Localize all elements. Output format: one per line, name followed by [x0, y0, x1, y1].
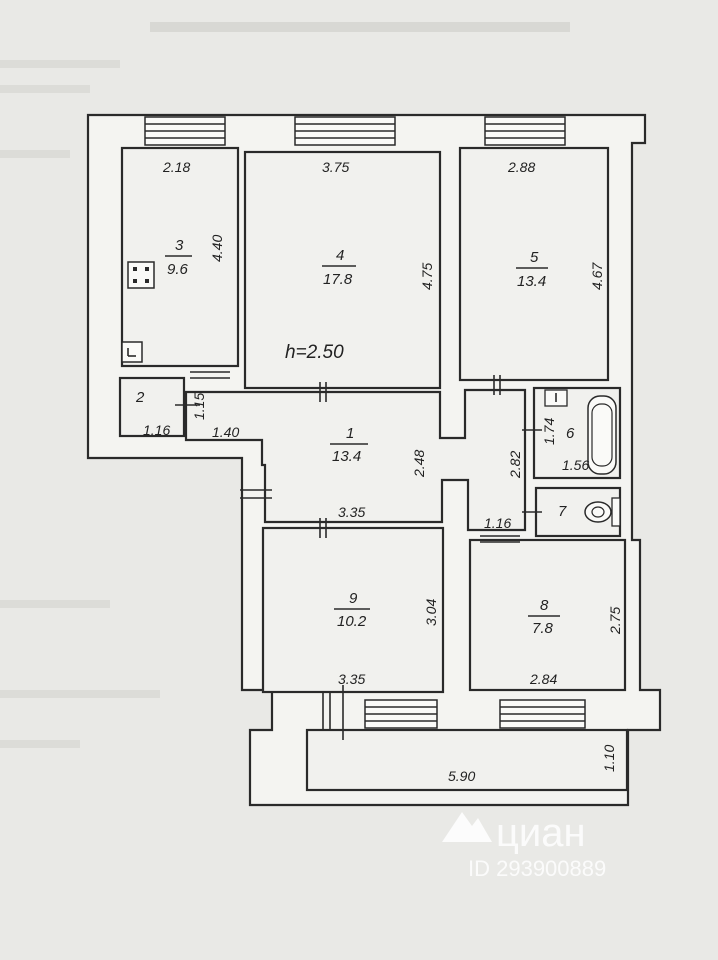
ceiling-height: h=2.50 — [285, 342, 344, 363]
bottom-windows — [322, 692, 586, 730]
room-6-depth: 1.74 — [541, 418, 557, 445]
room-6-number: 6 — [566, 425, 575, 442]
room-8-area: 7.8 — [532, 620, 554, 637]
room-4-width: 3.75 — [322, 159, 349, 175]
balcony-depth: 1.10 — [601, 745, 617, 772]
sink-icon — [121, 341, 143, 363]
stove-icon — [127, 261, 155, 289]
watermark-brand: циан — [496, 811, 586, 855]
room-1-width: 1.40 — [212, 424, 239, 440]
room-7-number: 7 — [558, 503, 567, 520]
balcony — [305, 728, 629, 792]
room-9-width: 3.35 — [338, 671, 365, 687]
room-3-area: 9.6 — [167, 261, 189, 278]
room-9-number: 9 — [349, 590, 358, 607]
room-2-depth: 1.15 — [191, 393, 207, 420]
room-1-side-depth: 2.82 — [507, 451, 523, 479]
room-1-hallway — [184, 388, 527, 532]
cian-watermark: циан ID 293900889 — [442, 811, 606, 881]
room-3-width: 2.18 — [162, 159, 190, 175]
room-1-side-width: 1.16 — [484, 515, 511, 531]
room-1-number: 1 — [346, 425, 354, 442]
room-4-number: 4 — [336, 247, 344, 264]
balcony-width: 5.90 — [448, 768, 475, 784]
bathtub-icon — [587, 395, 617, 475]
door-marks — [175, 371, 542, 740]
room-2 — [118, 376, 186, 438]
cian-logo-icon — [442, 812, 492, 842]
room-2-number: 2 — [135, 389, 145, 406]
toilet-icon — [584, 497, 621, 527]
room-1-bottom-width: 3.35 — [338, 504, 365, 520]
background-paper-texture — [0, 22, 570, 748]
room-4 — [243, 150, 442, 390]
room-6-width: 1.56 — [562, 457, 589, 473]
room-4-area: 17.8 — [323, 271, 353, 288]
room-5 — [458, 146, 610, 382]
room-1-depth: 2.48 — [411, 450, 427, 478]
room-3-depth: 4.40 — [209, 235, 225, 262]
room-2-width: 1.16 — [143, 422, 170, 438]
washbasin-icon — [544, 389, 568, 407]
room-8-number: 8 — [540, 597, 549, 614]
room-8-depth: 2.75 — [607, 607, 623, 635]
room-9-depth: 3.04 — [423, 599, 439, 626]
room-3 — [120, 146, 240, 368]
room-5-number: 5 — [530, 249, 539, 266]
room-9-area: 10.2 — [337, 613, 367, 630]
room-3-number: 3 — [175, 237, 184, 254]
room-5-width: 2.88 — [507, 159, 535, 175]
room-5-depth: 4.67 — [589, 262, 605, 290]
room-9 — [261, 526, 445, 694]
room-8 — [468, 538, 627, 692]
room-1-area: 13.4 — [332, 448, 361, 465]
room-5-area: 13.4 — [517, 273, 546, 290]
top-windows — [144, 116, 566, 146]
room-8-width: 2.84 — [529, 671, 557, 687]
room-4-depth: 4.75 — [419, 263, 435, 290]
watermark-id: ID 293900889 — [468, 856, 606, 881]
